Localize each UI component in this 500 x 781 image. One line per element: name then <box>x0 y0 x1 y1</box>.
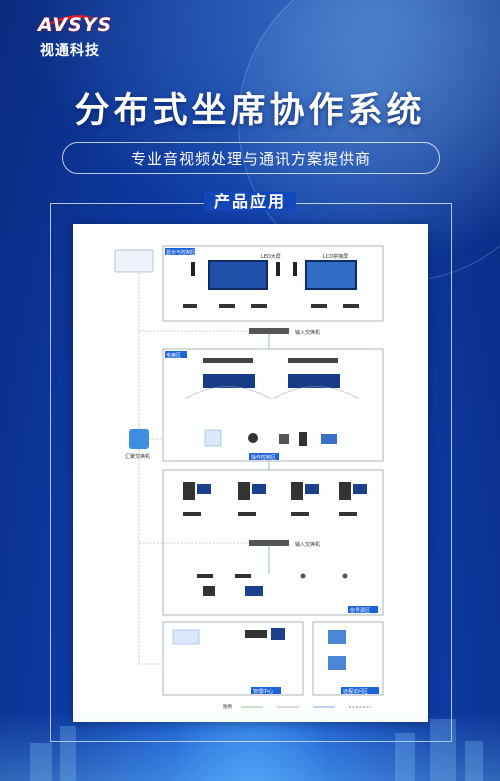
camera-icon <box>248 433 258 443</box>
vehicle-icon <box>321 434 337 444</box>
mgmt-device-icon <box>245 630 267 638</box>
building <box>430 719 456 781</box>
led-wall-content <box>210 262 266 288</box>
building <box>395 733 415 781</box>
speaker-icon-3 <box>293 262 297 276</box>
logo-text: AVSYS <box>38 14 113 36</box>
ctrl-region-label: 操作控制区 <box>251 454 276 461</box>
top-switch-label: 输入交换机 <box>295 329 320 336</box>
speaker-icon-2 <box>276 262 280 276</box>
subtitle-pill: 专业音视频处理与通讯方案提供商 <box>62 142 440 174</box>
receiver-device-4 <box>311 304 327 308</box>
source-monitor-2 <box>252 484 266 494</box>
building <box>465 741 483 781</box>
tablet-icon <box>299 432 307 446</box>
building <box>60 726 76 781</box>
line-core-down <box>138 449 163 665</box>
seat-arc-right <box>272 386 360 400</box>
mid-switch <box>249 540 289 546</box>
source-tx-2 <box>238 512 256 516</box>
mgmt-screen-icon <box>271 628 285 640</box>
led-wall-label: LED大屏 <box>261 253 281 260</box>
source-region-tag <box>348 606 378 613</box>
seat-tx-row-right <box>288 358 338 363</box>
section-title-text: 产品应用 <box>203 192 296 211</box>
mgmt-region-tag <box>251 687 281 694</box>
source-monitor-1 <box>197 484 211 494</box>
encoder-1 <box>197 574 213 578</box>
speaker-icon <box>191 262 195 276</box>
core-switch-label: 汇聚交换机 <box>125 453 150 460</box>
receiver-device-3 <box>251 304 267 308</box>
display-region-tag <box>165 248 195 255</box>
legend-title: 图例 <box>223 703 232 710</box>
remote-users-icon <box>328 630 346 644</box>
seat-monitors-right <box>288 374 340 388</box>
source-tx-4 <box>339 512 357 516</box>
city-skyline <box>0 711 500 781</box>
seat-region <box>162 348 384 462</box>
source-region-label: 信号源区 <box>350 607 370 614</box>
source-pc-3 <box>291 482 303 500</box>
receiver-device-5 <box>343 304 359 308</box>
remote-region-tag <box>341 687 379 694</box>
source-monitor-3 <box>305 484 319 494</box>
display-region <box>162 245 384 322</box>
lcd-wall-content <box>307 262 355 288</box>
encoder-2 <box>235 574 251 578</box>
remote-region <box>312 621 384 696</box>
system-diagram: 显示与控制区 坐席区 信号源区 操作控制区 管理中心 远程访问区 LED大屏 L… <box>114 245 384 710</box>
source-pc-1 <box>183 482 195 500</box>
display-region-label: 显示与控制区 <box>166 249 196 256</box>
page-title: 分布式坐席协作系统 <box>74 91 426 131</box>
core-switch-icon <box>129 429 149 449</box>
source-region <box>162 469 384 616</box>
mid-switch-label: 输入交换机 <box>295 541 320 548</box>
ipc-camera-icon-1 <box>300 573 306 579</box>
ops-screen-box <box>114 249 154 273</box>
mgmt-server-icon <box>172 629 200 645</box>
lcd-wall-label: LCD拼接屏 <box>323 253 348 260</box>
source-pc-2 <box>238 482 250 500</box>
seat-tx-row-left <box>203 358 253 363</box>
grey-connections <box>138 272 249 665</box>
section-title: 产品应用 <box>0 188 500 212</box>
source-tx-1 <box>183 512 201 516</box>
seat-monitors-left <box>203 374 255 388</box>
remote-region-label: 远程访问区 <box>343 688 368 695</box>
receiver-device-2 <box>219 304 235 308</box>
ipc-camera-icon-2 <box>342 573 348 579</box>
remote-home-icon <box>328 656 346 670</box>
building <box>30 743 52 781</box>
phone-icon <box>279 434 289 444</box>
source-monitor-4 <box>353 484 367 494</box>
source-tx-3 <box>291 512 309 516</box>
brand-name: 视通科技 <box>40 43 100 59</box>
laptop-icon <box>245 586 263 596</box>
brand-logo: AVSYS 视通科技 <box>38 11 118 62</box>
top-switch <box>249 328 289 334</box>
mgmt-region <box>162 621 304 696</box>
ctrl-region-tag <box>249 453 279 460</box>
mgmt-region-label: 管理中心 <box>253 688 273 695</box>
system-diagram-sheet: 显示与控制区 坐席区 信号源区 操作控制区 管理中心 远程访问区 LED大屏 L… <box>73 224 428 722</box>
seat-arc-left <box>184 386 272 400</box>
server-stack-icon <box>204 429 222 447</box>
subtitle-text: 专业音视频处理与通讯方案提供商 <box>130 149 371 168</box>
receiver-device <box>183 304 197 308</box>
ptz-camera-icon <box>203 586 215 596</box>
seat-region-label: 坐席区 <box>166 352 181 359</box>
seat-region-tag <box>165 351 187 358</box>
source-pc-4 <box>339 482 351 500</box>
